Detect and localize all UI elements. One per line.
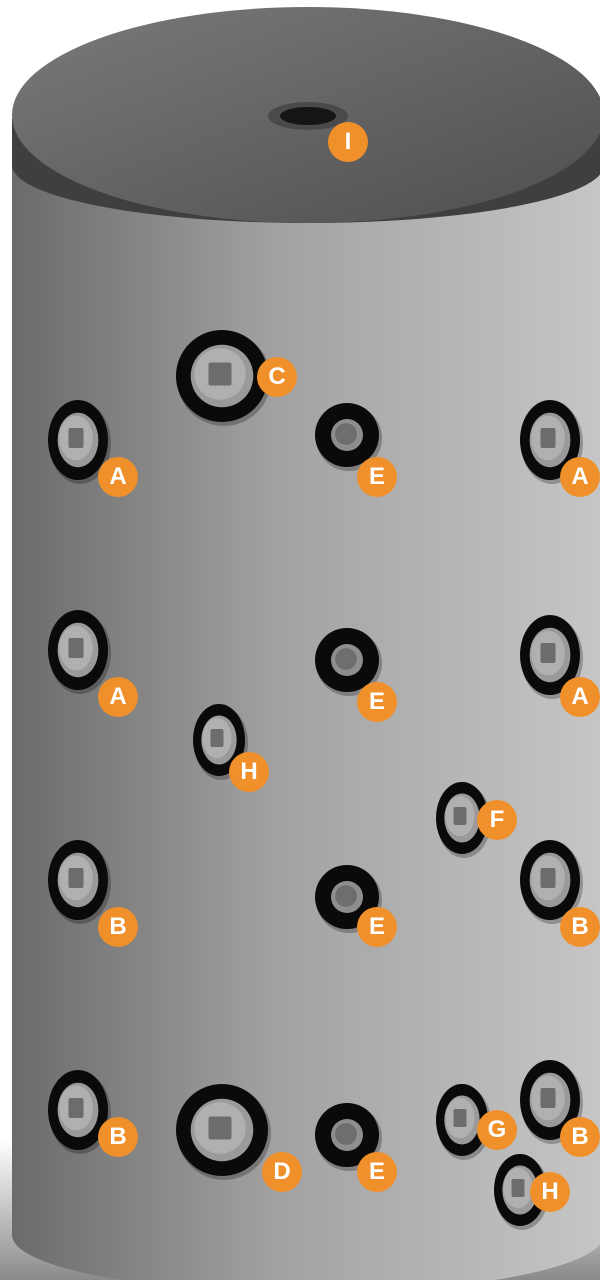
connections-layer bbox=[48, 330, 583, 1230]
badge-b: B bbox=[98, 907, 138, 947]
connection-b bbox=[520, 1060, 583, 1144]
badge-b: B bbox=[98, 1117, 138, 1157]
badge-top-port: I bbox=[328, 122, 368, 162]
badge-c: C bbox=[257, 357, 297, 397]
connection-a bbox=[520, 615, 583, 699]
connection-e bbox=[315, 1103, 382, 1171]
connection-g bbox=[436, 1084, 491, 1160]
badge-e: E bbox=[357, 1152, 397, 1192]
badge-e: E bbox=[357, 682, 397, 722]
connection-c bbox=[176, 330, 271, 426]
connection-b bbox=[48, 840, 111, 924]
badge-h: H bbox=[229, 752, 269, 792]
badge-e: E bbox=[357, 907, 397, 947]
connection-e bbox=[315, 403, 382, 471]
connection-h bbox=[494, 1154, 549, 1230]
connection-b bbox=[48, 1070, 111, 1154]
badge-a: A bbox=[560, 457, 600, 497]
badge-h: H bbox=[530, 1172, 570, 1212]
badge-b: B bbox=[560, 1117, 600, 1157]
badge-a: A bbox=[98, 457, 138, 497]
connection-a bbox=[520, 400, 583, 484]
connection-b bbox=[520, 840, 583, 924]
tank-body bbox=[12, 150, 600, 1280]
badge-a: A bbox=[560, 677, 600, 717]
connection-f bbox=[436, 782, 491, 858]
connection-d bbox=[176, 1084, 271, 1180]
badge-a: A bbox=[98, 677, 138, 717]
connection-a bbox=[48, 400, 111, 484]
badge-f: F bbox=[477, 800, 517, 840]
connection-e bbox=[315, 628, 382, 696]
connection-h bbox=[193, 704, 248, 780]
badge-e: E bbox=[357, 457, 397, 497]
top-port bbox=[268, 102, 348, 130]
badge-g: G bbox=[477, 1110, 517, 1150]
connection-a bbox=[48, 610, 111, 694]
badge-d: D bbox=[262, 1152, 302, 1192]
badge-b: B bbox=[560, 907, 600, 947]
